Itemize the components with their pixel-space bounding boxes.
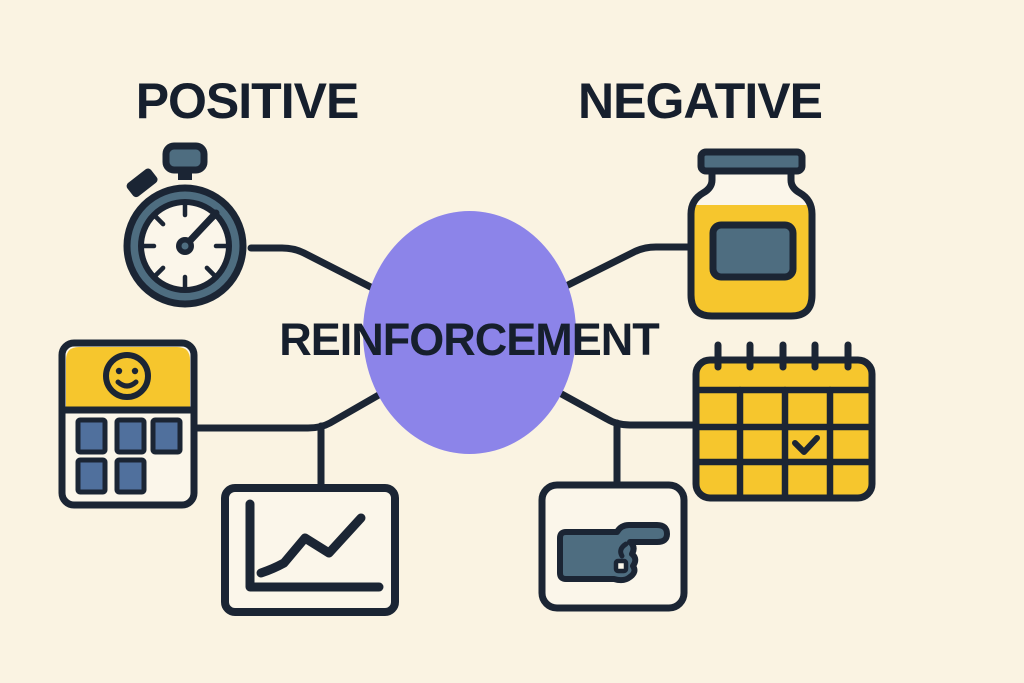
connector-stopwatch xyxy=(247,244,404,306)
positive-label: POSITIVE xyxy=(135,73,360,129)
honey-jar-icon xyxy=(687,148,816,320)
stopwatch-icon xyxy=(123,142,247,308)
smiley-face-icon xyxy=(103,352,151,400)
checkmark-icon xyxy=(792,435,820,455)
reinforcement-label: REINFORCEMENT xyxy=(279,314,659,365)
calendar-icon xyxy=(692,341,876,502)
calculator-icon xyxy=(58,339,198,509)
negative-label: NEGATIVE xyxy=(578,73,823,129)
connector-jar xyxy=(538,243,698,302)
line-chart-icon xyxy=(221,484,399,616)
pointing-hand-icon xyxy=(538,481,688,612)
reinforcement-circle xyxy=(363,211,576,454)
